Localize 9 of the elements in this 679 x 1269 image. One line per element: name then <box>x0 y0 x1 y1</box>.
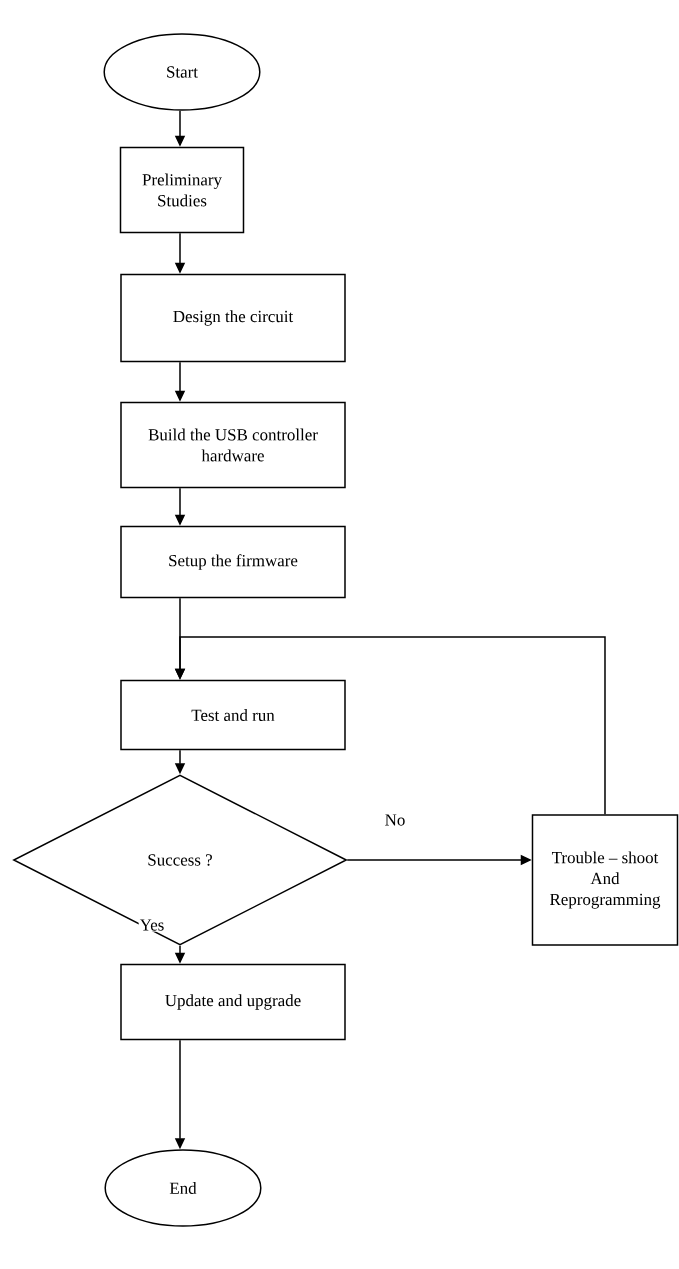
process-box: Trouble – shoot And Reprogramming <box>531 814 679 946</box>
edge-label: Yes <box>138 918 166 932</box>
process-box: Preliminary Studies <box>119 146 245 234</box>
process-box: Update and upgrade <box>120 963 346 1041</box>
process-box: Test and run <box>120 679 346 751</box>
process-box: Design the circuit <box>120 273 346 363</box>
process-box: Setup the firmware <box>120 525 346 599</box>
process-box: Build the USB controller hardware <box>120 401 346 489</box>
edge-label: No <box>383 813 407 827</box>
